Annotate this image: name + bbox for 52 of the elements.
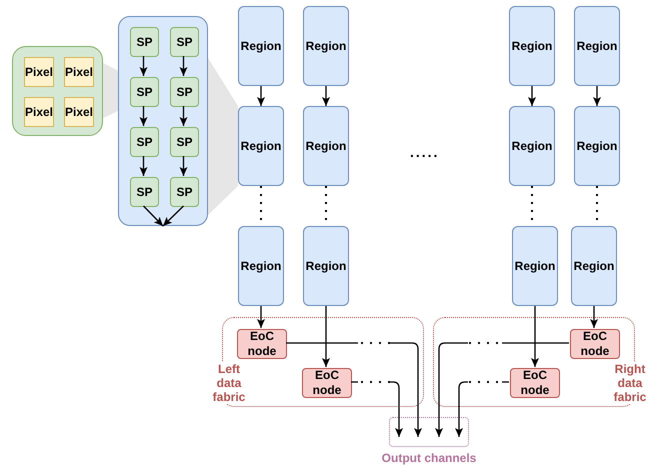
arrow bbox=[286, 342, 422, 437]
region-box: Region bbox=[574, 6, 620, 86]
sp-box: SP bbox=[130, 127, 159, 157]
pixel-box: Pixel bbox=[64, 57, 94, 87]
arrow bbox=[351, 381, 403, 437]
arrow bbox=[322, 86, 330, 106]
eoc-node-box: EoC node bbox=[237, 329, 287, 359]
region-box: Region bbox=[509, 6, 555, 86]
sp-box: SP bbox=[130, 27, 159, 57]
pixel-group-box bbox=[12, 46, 103, 136]
region-box: Region bbox=[238, 226, 284, 306]
region-box: Region bbox=[303, 106, 349, 186]
output-channels-label: Output channels bbox=[382, 451, 476, 465]
sp-box: SP bbox=[170, 77, 199, 107]
sp-box: SP bbox=[170, 27, 199, 57]
arrow bbox=[590, 306, 598, 328]
arrow bbox=[257, 86, 265, 106]
sp-box: SP bbox=[170, 177, 199, 207]
arrow bbox=[140, 106, 148, 126]
arrow bbox=[531, 306, 539, 367]
eoc-node-box: EoC node bbox=[510, 368, 560, 398]
arrow bbox=[143, 206, 164, 226]
eoc-node-box: EoC node bbox=[302, 368, 352, 398]
region-box: Region bbox=[303, 6, 349, 86]
pixel-box: Pixel bbox=[64, 97, 94, 127]
arrow bbox=[528, 86, 536, 106]
sp-group-box bbox=[118, 16, 208, 226]
arrow bbox=[140, 156, 148, 176]
arrow bbox=[140, 56, 148, 76]
arrow bbox=[257, 306, 265, 328]
region-box: Region bbox=[238, 6, 284, 86]
eoc-node-box: EoC node bbox=[570, 329, 620, 359]
region-box: Region bbox=[238, 106, 284, 186]
region-box: Region bbox=[574, 106, 620, 186]
arrow bbox=[180, 106, 188, 126]
arrow bbox=[180, 156, 188, 176]
ellipsis-label: ..... bbox=[410, 143, 440, 162]
arrow bbox=[455, 381, 509, 437]
arrow bbox=[180, 56, 188, 76]
region-box: Region bbox=[509, 106, 555, 186]
sp-box: SP bbox=[170, 127, 199, 157]
pixel-box: Pixel bbox=[24, 97, 54, 127]
region-box: Region bbox=[303, 226, 349, 306]
region-box: Region bbox=[512, 226, 558, 306]
sp-box: SP bbox=[130, 77, 159, 107]
arrow bbox=[322, 306, 330, 367]
arrow bbox=[435, 342, 569, 437]
pixel-box: Pixel bbox=[24, 57, 54, 87]
sp-box: SP bbox=[130, 177, 159, 207]
region-box: Region bbox=[571, 226, 617, 306]
arrow bbox=[593, 86, 601, 106]
arrow bbox=[162, 206, 184, 226]
